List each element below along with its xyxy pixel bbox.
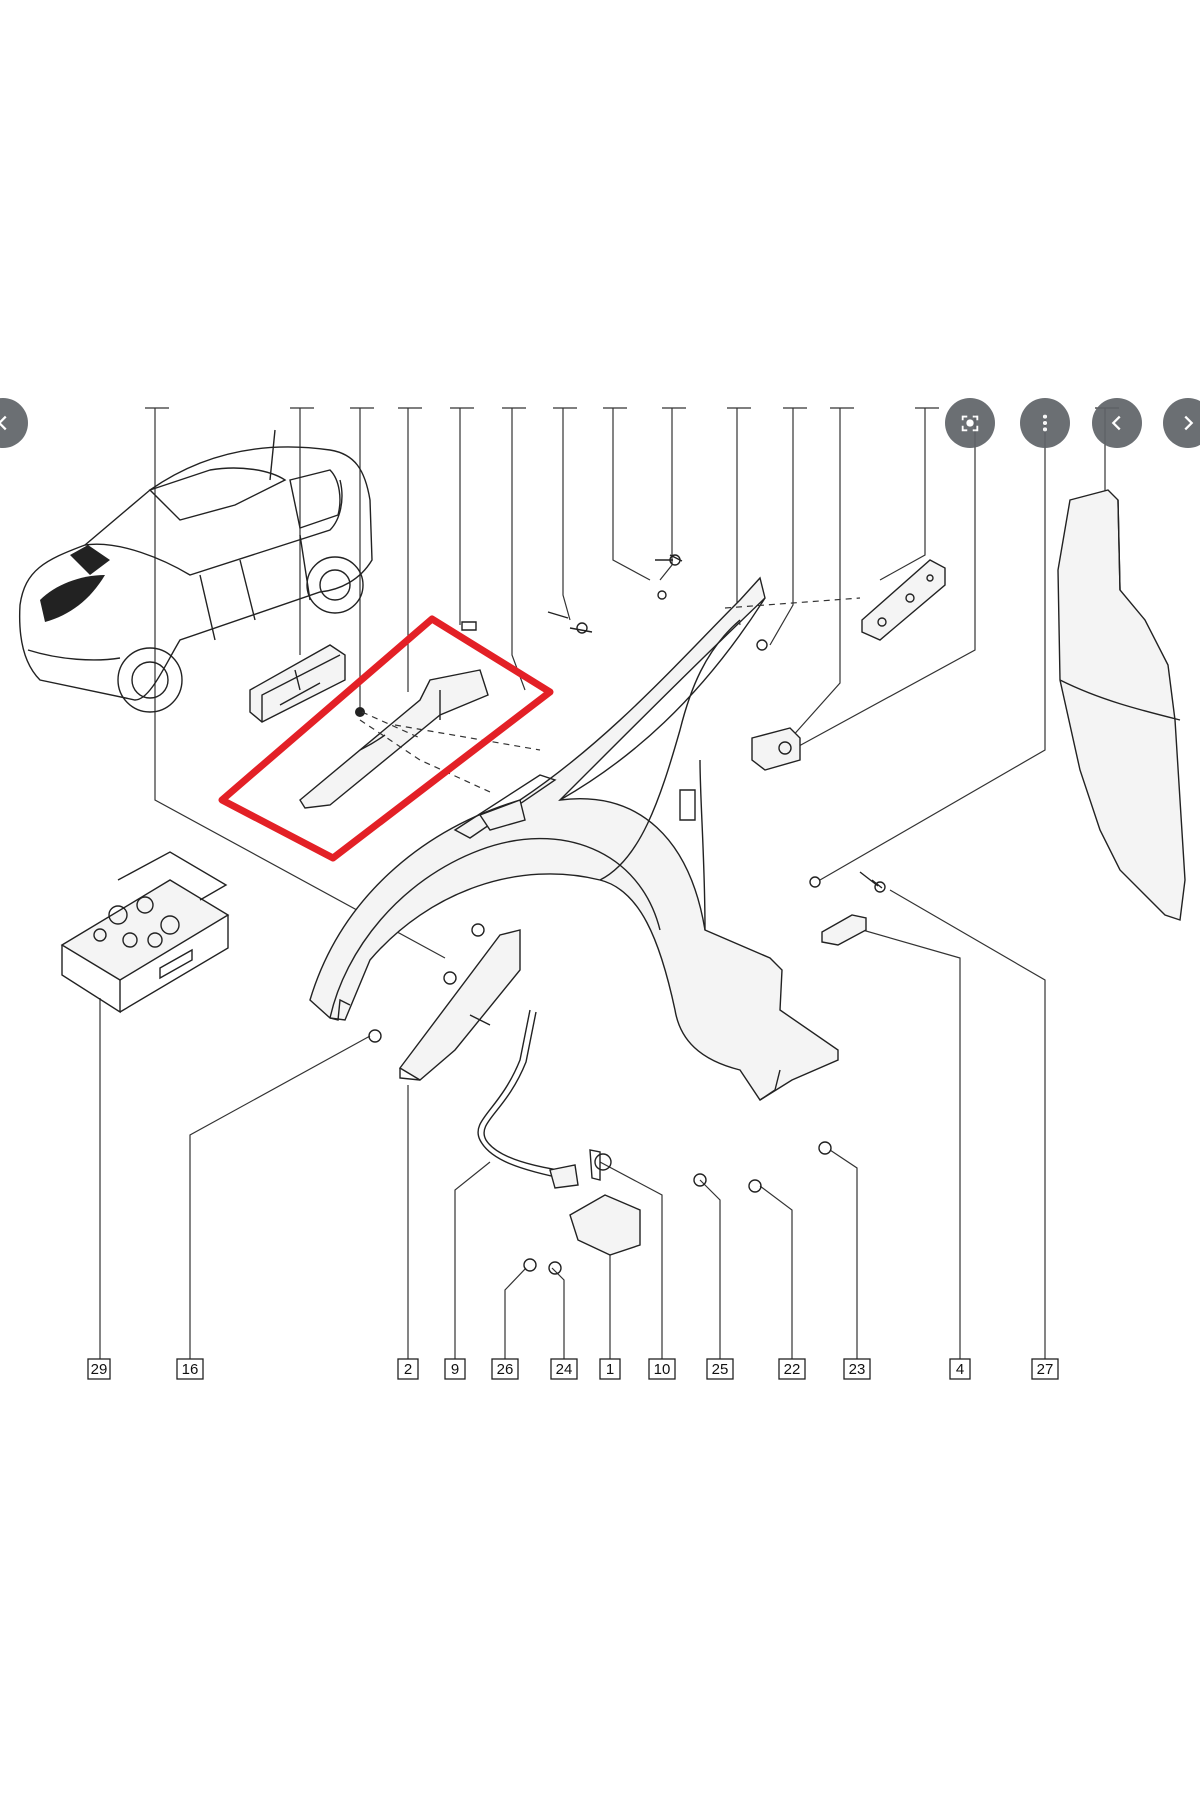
callout-26 (491, 1358, 519, 1380)
callout-24 (550, 1358, 578, 1380)
car-overview-drawing (18, 429, 373, 713)
chevron-left-icon (0, 415, 7, 431)
callout-label-29: 29 (91, 1361, 108, 1378)
callout-29 (87, 1358, 111, 1380)
latch-bracket-part (569, 1149, 641, 1256)
highlighted-reinforcement-part (299, 669, 541, 809)
upper-right-bracket (724, 559, 946, 641)
lens-icon (961, 415, 979, 432)
callout-label-27: 27 (1037, 1361, 1054, 1378)
callout-label-26: 26 (497, 1361, 514, 1378)
callout-16 (176, 1358, 204, 1380)
callout-label-2: 2 (404, 1361, 412, 1378)
top-callout-ticks (145, 407, 1119, 414)
more-vert-icon (1042, 414, 1048, 432)
callout-9 (444, 1358, 466, 1380)
clip-kit-box (60, 851, 230, 1014)
support-rod-part (477, 1009, 579, 1189)
chevron-right-icon (1184, 415, 1194, 431)
more-options-button[interactable] (1020, 398, 1070, 448)
callout-label-9: 9 (451, 1361, 459, 1378)
lower-mount-bracket (398, 929, 521, 1081)
callout-label-1: 1 (606, 1361, 614, 1378)
highlight-frame (218, 615, 554, 862)
callout-label-25: 25 (712, 1361, 729, 1378)
upper-bracket-part (249, 644, 346, 723)
callout-label-4: 4 (956, 1361, 964, 1378)
rear-splash-panel (1057, 489, 1186, 921)
callout-25 (706, 1358, 734, 1380)
callout-label-24: 24 (556, 1361, 573, 1378)
next-button[interactable] (1163, 398, 1200, 448)
callout-label-22: 22 (784, 1361, 801, 1378)
callout-10 (648, 1358, 676, 1380)
callout-27 (1031, 1358, 1059, 1380)
callout-label-23: 23 (849, 1361, 866, 1378)
previous-button[interactable] (1092, 398, 1142, 448)
hinge-bracket-part (751, 727, 801, 771)
callout-label-16: 16 (182, 1361, 199, 1378)
callout-22 (778, 1358, 806, 1380)
callout-2 (397, 1358, 419, 1380)
bottom-callouts: 29 16 2 9 26 24 1 10 25 22 23 4 27 (87, 1358, 1059, 1380)
callout-label-10: 10 (654, 1361, 671, 1378)
callout-4 (949, 1358, 971, 1380)
fasteners (368, 554, 886, 1275)
callout-1 (599, 1358, 621, 1380)
callout-23 (843, 1358, 871, 1380)
visual-search-button[interactable] (945, 398, 995, 448)
front-wing-structure (309, 576, 839, 1101)
chevron-left-icon (1111, 415, 1121, 431)
side-bracket-part (821, 914, 867, 946)
